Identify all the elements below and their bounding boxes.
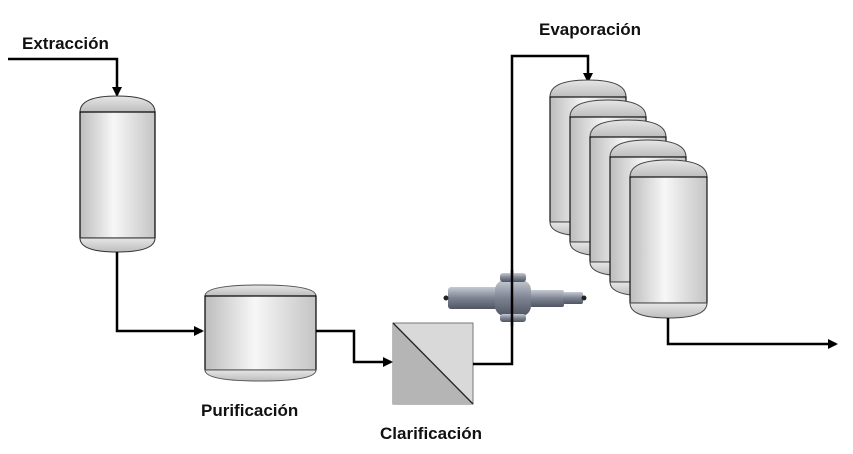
evaporacion-evaporators xyxy=(549,79,708,319)
label-purificacion: Purificación xyxy=(201,401,299,420)
flow-clarificacion-to-evaporacion xyxy=(473,54,593,366)
flow-evaporacion-to-output xyxy=(666,318,838,349)
flow-purificacion-to-clarificacion xyxy=(316,329,393,367)
label-clarificacion: Clarificación xyxy=(380,424,483,443)
evaporator-effect-5 xyxy=(629,159,708,319)
flow-extraccion-to-purificacion xyxy=(115,252,204,336)
extraccion-vessel xyxy=(79,95,156,253)
valve-icon xyxy=(443,270,587,326)
label-extraccion: Extracción xyxy=(22,34,109,53)
label-evaporacion: Evaporación xyxy=(539,20,642,39)
purificacion-drum xyxy=(204,284,317,382)
flow-input-to-extraccion xyxy=(8,57,122,97)
clarificacion-filter xyxy=(392,322,474,405)
